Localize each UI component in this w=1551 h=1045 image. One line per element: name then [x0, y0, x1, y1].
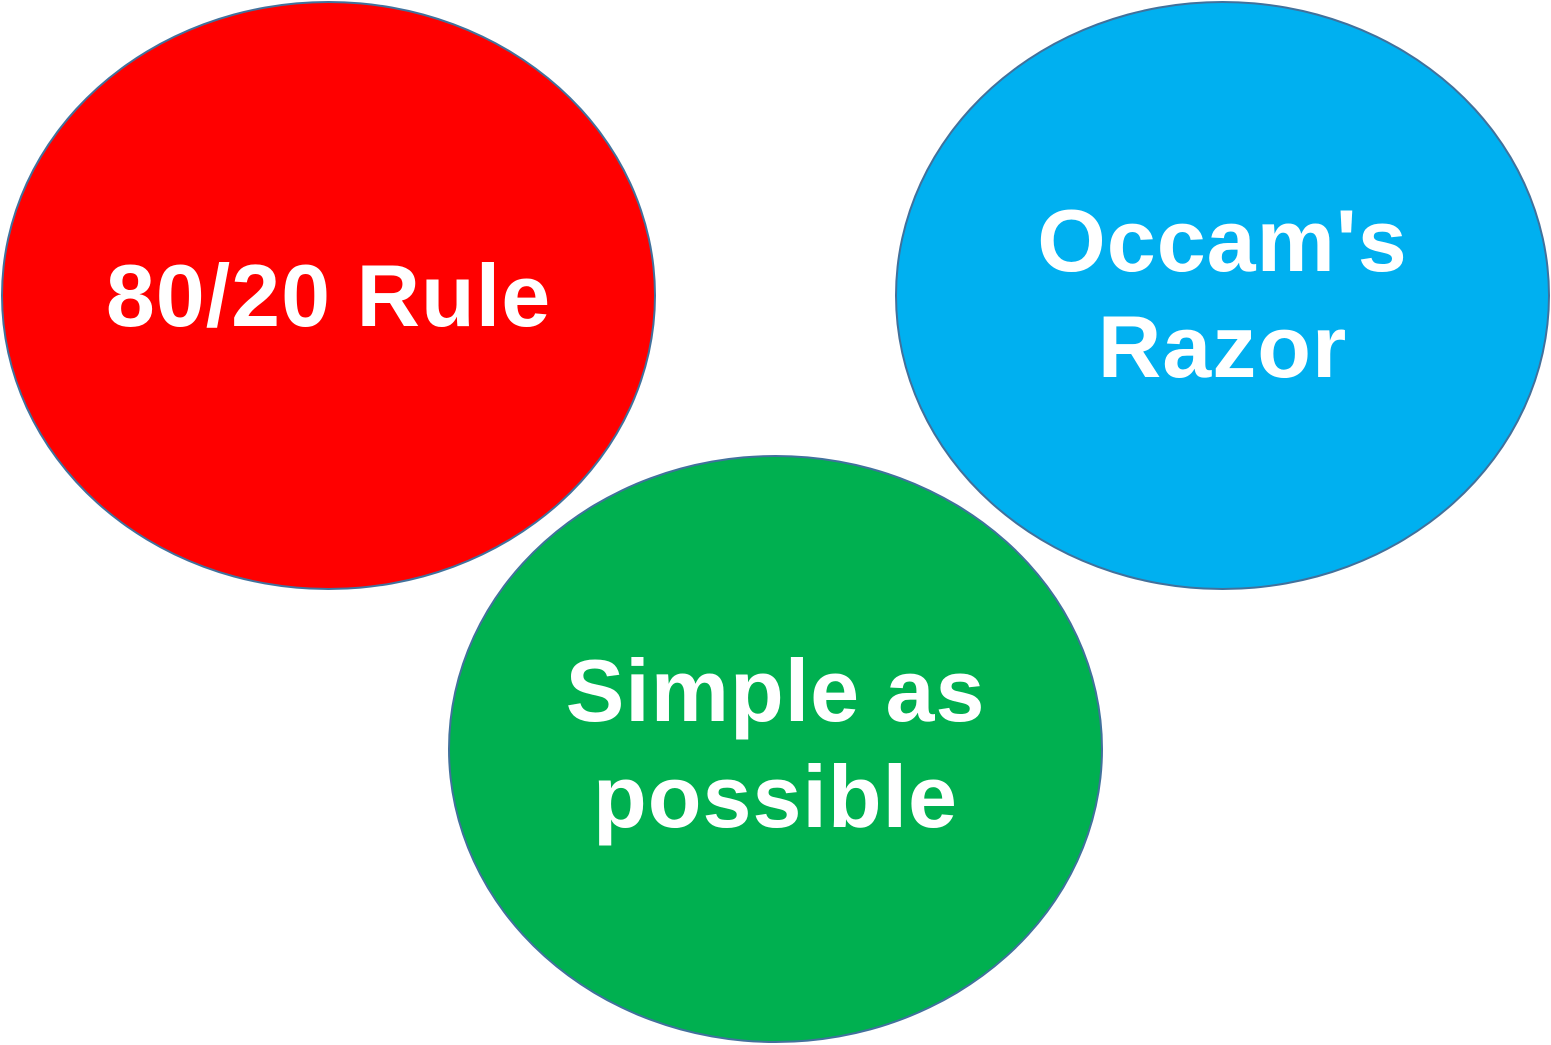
ellipse-simple-as-possible: Simple as possible [448, 455, 1103, 1043]
label-line: Occam's [1037, 190, 1408, 290]
node-label: Simple as possible [566, 638, 986, 850]
node-label: Occam's Razor [1037, 188, 1407, 400]
label-line: possible [593, 747, 958, 846]
label-line: Simple as [565, 641, 986, 740]
label-line: Razor [1097, 296, 1348, 396]
ellipse-occams-razor: Occam's Razor [895, 1, 1550, 590]
node-label: 80/20 Rule [106, 243, 551, 349]
label-line: 80/20 Rule [105, 245, 552, 345]
ellipse-80-20-rule: 80/20 Rule [1, 1, 656, 590]
